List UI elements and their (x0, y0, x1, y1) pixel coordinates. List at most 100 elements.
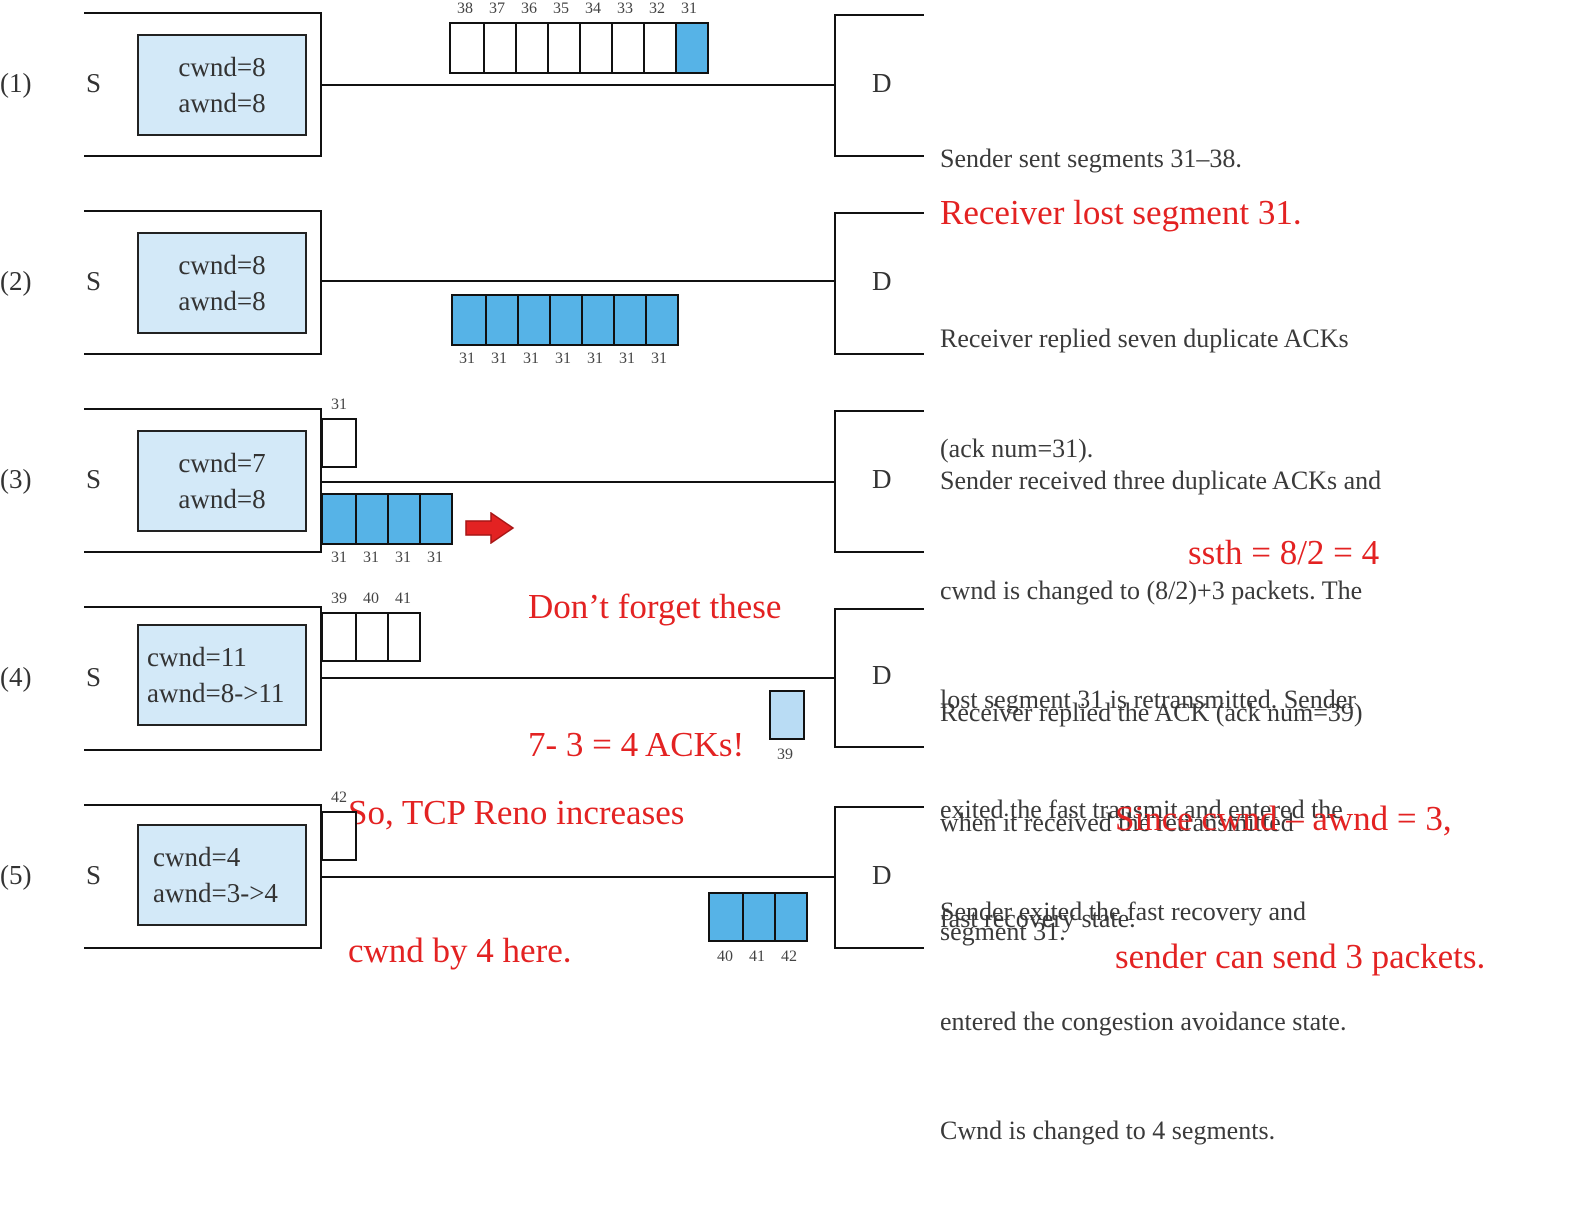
segment-box (355, 614, 387, 660)
ack-label: 31 (331, 549, 347, 566)
sender-right-line (320, 210, 322, 355)
step-1: (1) S cwnd=8 awnd=8 38 37 36 35 34 33 32… (0, 0, 1570, 232)
ack-labels: 39 (769, 746, 801, 764)
ack-box (387, 495, 419, 543)
sender-top-line (84, 210, 322, 212)
description-line: lost segment 31 is retransmitted. Sender (940, 685, 1356, 714)
receiver-bottom-line (834, 947, 924, 949)
ack-label: 31 (587, 350, 603, 367)
ack-box (645, 296, 677, 344)
sender-bottom-line (84, 947, 322, 949)
step-4: (4) S cwnd=11 awnd=8->11 39 40 41 39 So,… (0, 590, 1570, 976)
ack-box (355, 495, 387, 543)
ack-label: 31 (427, 549, 443, 566)
step-number: (1) (0, 68, 32, 98)
red-callout: So, TCP Reno increases cwnd by 4 here. (348, 698, 684, 1066)
sender-top-line (84, 12, 322, 14)
receiver-label: D (872, 68, 892, 98)
segment-box (387, 614, 419, 660)
segment-label: 38 (457, 0, 473, 17)
ack-box (517, 296, 549, 344)
step-number: (2) (0, 266, 32, 296)
segment-label: 35 (553, 0, 569, 17)
description-line: Receiver replied the ACK (ack num=39) (940, 698, 1363, 727)
segment-group (321, 811, 357, 861)
ack-label: 31 (619, 350, 635, 367)
step-description: Sender exited the fast recovery and ente… (940, 821, 1346, 1223)
segment-box (323, 813, 355, 859)
description-line: Cwnd is changed to 4 segments. (940, 1116, 1276, 1145)
sender-top-line (84, 804, 322, 806)
segment-label: 31 (331, 396, 347, 413)
ack-label: 41 (749, 948, 765, 965)
segment-box (515, 24, 547, 72)
sender-bottom-line (84, 353, 322, 355)
red-arrow-icon (465, 512, 515, 544)
segment-label: 42 (331, 789, 347, 806)
segment-box (323, 420, 355, 466)
step-description: Receiver replied the ACK (ack num=39) wh… (940, 622, 1363, 1024)
awnd-value: awnd=8->11 (147, 678, 285, 708)
receiver-left-line (834, 212, 836, 355)
segment-label: 34 (585, 0, 601, 17)
step-number: (3) (0, 464, 32, 494)
description-line: entered the congestion avoidance state. (940, 1006, 1347, 1036)
cwnd-value: cwnd=7 (178, 448, 266, 478)
step-description: Sender received three duplicate ACKs and… (940, 390, 1381, 1011)
receiver-top-line (834, 212, 924, 214)
sender-label: S (86, 464, 102, 494)
receiver-top-line (834, 410, 924, 412)
step-description: Sender sent segments 31–38. (940, 68, 1242, 251)
annotation-line: sender can send 3 packets. (1115, 937, 1486, 976)
ack-box (774, 894, 806, 940)
segment-labels: 31 (323, 396, 355, 414)
sender-bottom-line (84, 749, 322, 751)
annotation-line: Receiver lost segment 31. (940, 193, 1302, 232)
sender-right-line (320, 408, 322, 553)
ack-box (710, 894, 742, 940)
sender-label: S (86, 662, 102, 692)
red-callout: Don’t forget these 7- 3 = 4 ACKs! (528, 492, 781, 860)
description-line: cwnd is changed to (8/2)+3 packets. The (940, 575, 1363, 605)
sender-right-line (320, 804, 322, 949)
segment-labels: 42 (323, 789, 355, 807)
receiver-label: D (872, 266, 892, 296)
ack-box (419, 495, 451, 543)
step-3: (3) S cwnd=7 awnd=8 31 31 31 31 31 Don’t… (0, 396, 1570, 933)
step-number: (4) (0, 662, 32, 692)
cwnd-value: cwnd=4 (153, 842, 241, 872)
ack-label: 42 (781, 948, 797, 965)
segment-box (483, 24, 515, 72)
sender-right-line (320, 606, 322, 751)
ack-box (323, 495, 355, 543)
sender-right-line (320, 12, 322, 157)
ack-label: 40 (717, 948, 733, 965)
receiver-left-line (834, 410, 836, 553)
ack-label: 31 (555, 350, 571, 367)
ack-label: 31 (363, 549, 379, 566)
ack-group (321, 493, 453, 545)
receiver-left-line (834, 14, 836, 157)
segment-label: 33 (617, 0, 633, 17)
description-line: when it received the retransmitted (940, 807, 1294, 837)
description-line: Receiver replied seven duplicate ACKs (940, 324, 1349, 353)
ack-group (769, 690, 805, 740)
segment-box (323, 614, 355, 660)
receiver-bottom-line (834, 353, 924, 355)
step-number: (5) (0, 860, 32, 890)
window-box: cwnd=7 awnd=8 (137, 430, 307, 532)
segment-labels: 39 40 41 (323, 590, 419, 608)
ack-box (613, 296, 645, 344)
receiver-top-line (834, 806, 924, 808)
awnd-value: awnd=3->4 (153, 878, 278, 908)
callout-line: Don’t forget these (528, 587, 782, 626)
segment-labels: 38 37 36 35 34 33 32 31 (449, 0, 705, 18)
segment-box (547, 24, 579, 72)
segment-label: 40 (363, 590, 379, 607)
sender-bottom-line (84, 155, 322, 157)
step-5: (5) S cwnd=4 awnd=3->4 42 40 41 42 D Sen… (0, 789, 1570, 1145)
sender-top-line (84, 408, 322, 410)
sender-top-line (84, 606, 322, 608)
ack-label: 31 (651, 350, 667, 367)
ack-label: 31 (523, 350, 539, 367)
